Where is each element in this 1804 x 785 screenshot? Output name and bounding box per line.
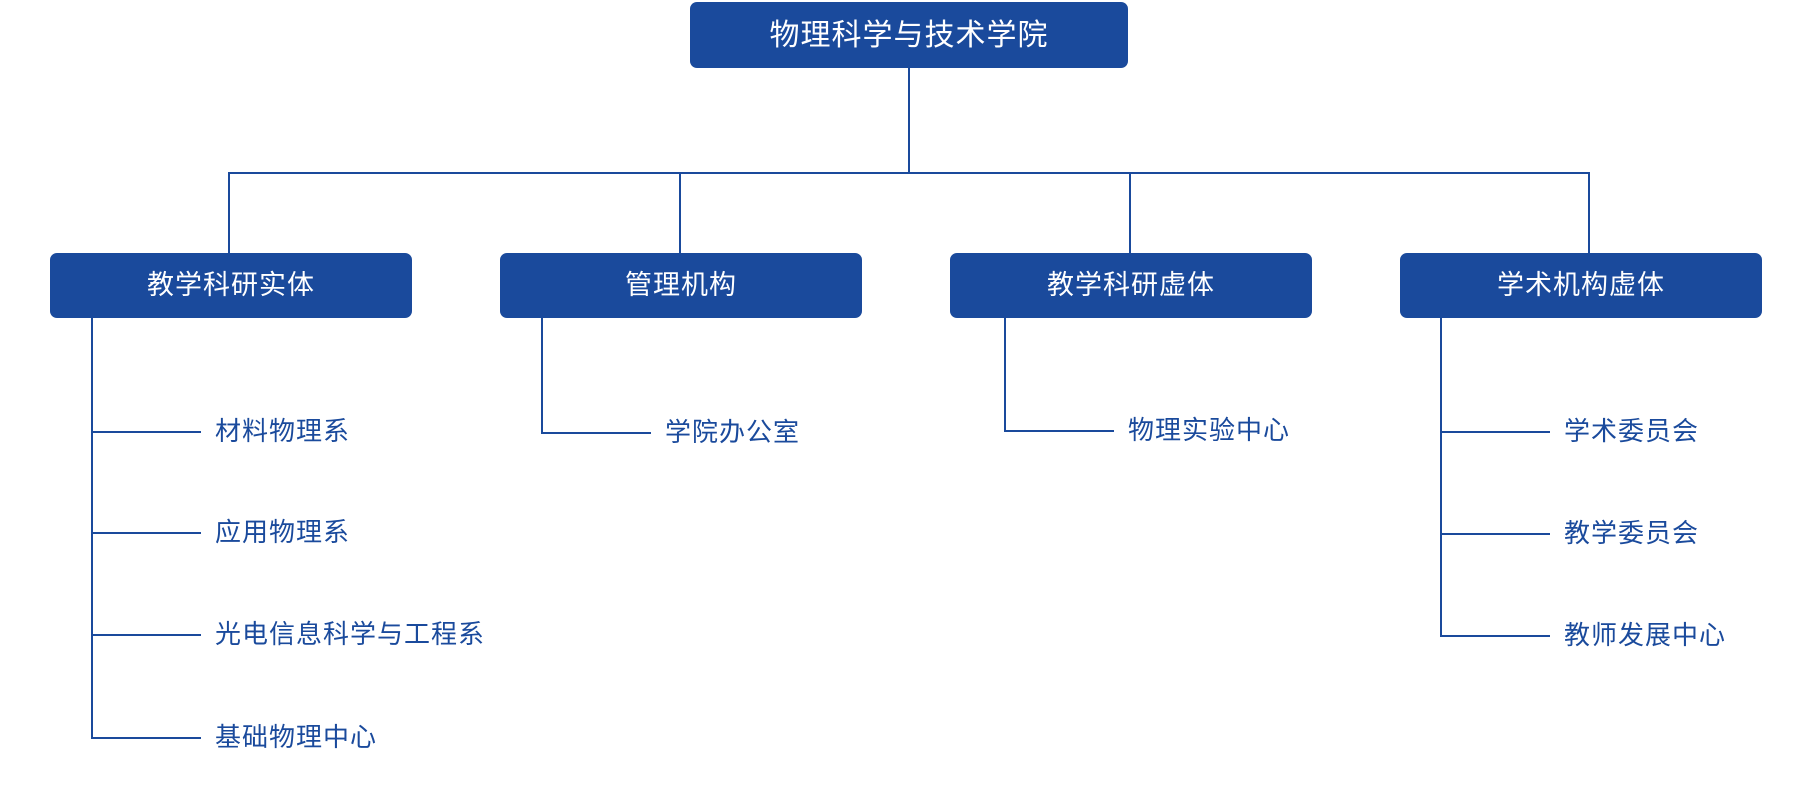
org-leaf-b4-2[interactable]: 教学委员会 [1564,518,1700,548]
connector-drop-branch-3 [1129,172,1131,253]
connector-stub-b4-leaf-2 [1440,533,1550,535]
connector-root-stem [908,68,910,173]
connector-stub-b4-leaf-1 [1440,431,1550,433]
connector-drop-branch-4 [1588,172,1590,253]
org-leaf-b1-3[interactable]: 光电信息科学与工程系 [215,619,486,649]
org-node-root[interactable]: 物理科学与技术学院 [690,2,1128,68]
org-node-branch-4[interactable]: 学术机构虚体 [1400,253,1762,318]
connector-spine-branch-3 [1004,318,1006,432]
org-leaf-b1-2[interactable]: 应用物理系 [215,517,351,547]
org-node-branch-1[interactable]: 教学科研实体 [50,253,412,318]
org-node-branch-2[interactable]: 管理机构 [500,253,862,318]
connector-spine-branch-2 [541,318,543,434]
org-leaf-b4-3[interactable]: 教师发展中心 [1564,620,1727,650]
connector-stub-b2-leaf-1 [541,432,651,434]
connector-horizontal-bus [228,172,1590,174]
connector-stub-b3-leaf-1 [1004,430,1114,432]
connector-spine-branch-1 [91,318,93,738]
connector-stub-b4-leaf-3 [1440,635,1550,637]
org-leaf-b4-1[interactable]: 学术委员会 [1564,416,1700,446]
connector-stub-b1-leaf-3 [91,634,201,636]
connector-drop-branch-1 [228,172,230,253]
org-node-branch-3[interactable]: 教学科研虚体 [950,253,1312,318]
connector-spine-branch-4 [1440,318,1442,636]
connector-drop-branch-2 [679,172,681,253]
org-leaf-b2-1[interactable]: 学院办公室 [665,417,801,447]
org-leaf-b1-4[interactable]: 基础物理中心 [215,722,378,752]
connector-stub-b1-leaf-1 [91,431,201,433]
connector-stub-b1-leaf-2 [91,532,201,534]
connector-stub-b1-leaf-4 [91,737,201,739]
org-leaf-b3-1[interactable]: 物理实验中心 [1128,415,1291,445]
org-leaf-b1-1[interactable]: 材料物理系 [215,416,351,446]
